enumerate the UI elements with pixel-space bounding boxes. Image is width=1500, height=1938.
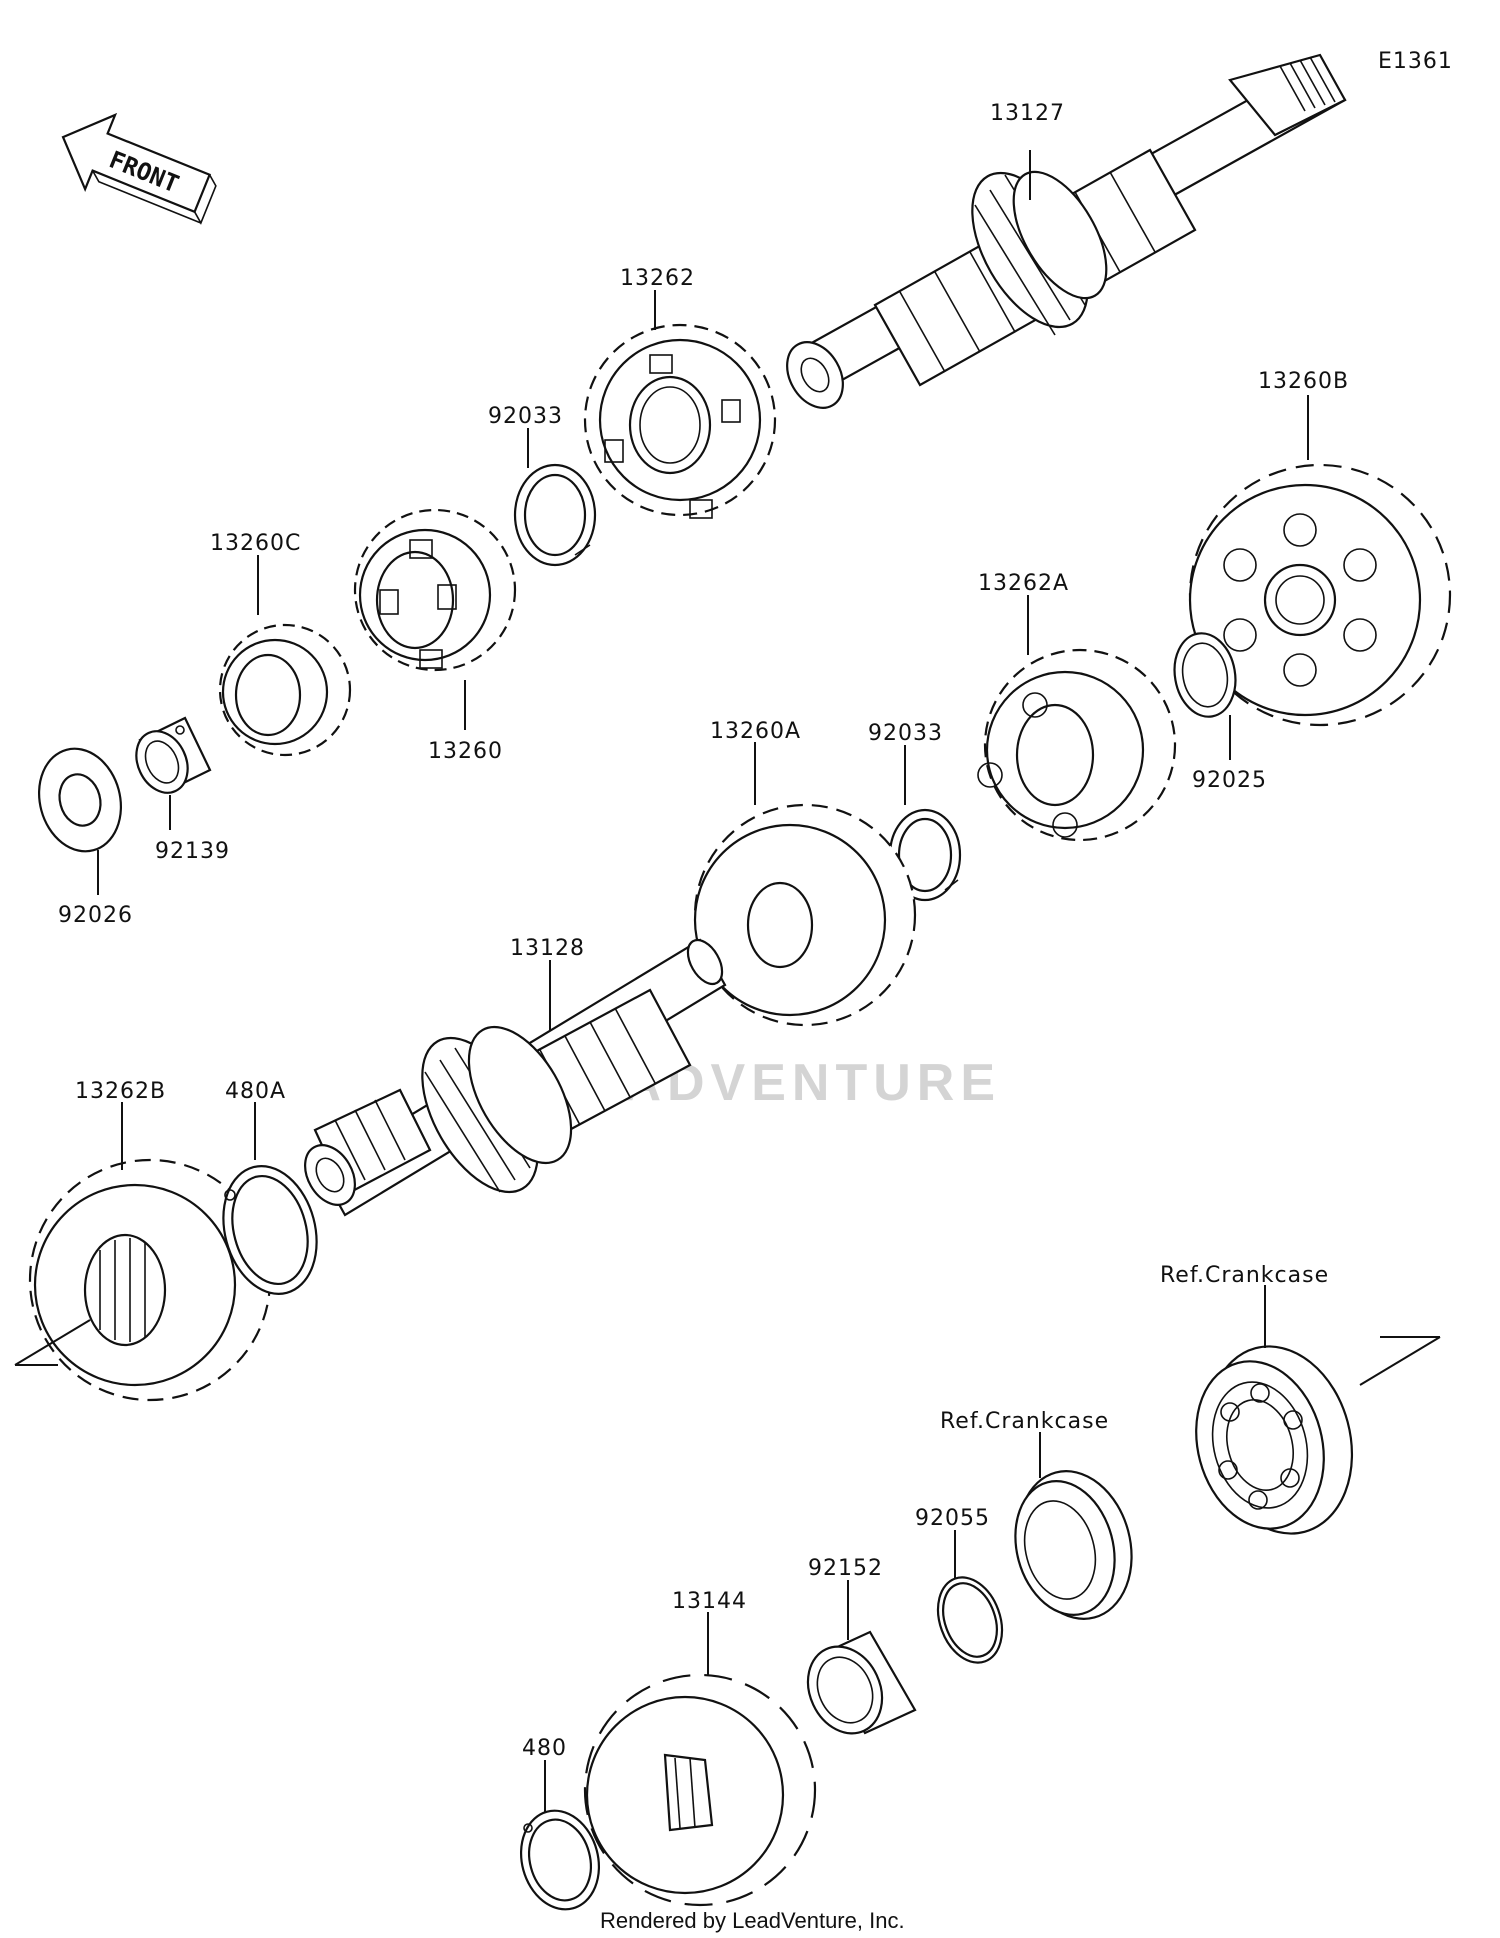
label-92033-top[interactable]: 92033 [488, 404, 563, 429]
label-13260A[interactable]: 13260A [710, 719, 801, 744]
collar-92152[interactable] [794, 1630, 917, 1746]
gear-13262A[interactable] [977, 648, 1177, 842]
label-92152[interactable]: 92152 [808, 1556, 883, 1581]
bearing-ref-crankcase[interactable] [1178, 1330, 1441, 1550]
label-13260B[interactable]: 13260B [1258, 369, 1349, 394]
label-13128[interactable]: 13128 [510, 936, 585, 961]
label-13127[interactable]: 13127 [990, 101, 1065, 126]
oil-seal-ref-crankcase[interactable] [1001, 1458, 1148, 1631]
gear-13262[interactable] [583, 323, 777, 519]
gear-13260[interactable] [353, 508, 517, 672]
main-shaft-13127[interactable] [776, 53, 1347, 418]
label-13260C[interactable]: 13260C [210, 531, 301, 556]
label-ref-crankcase-2[interactable]: Ref.Crankcase [940, 1409, 1109, 1434]
gear-13260B[interactable] [1188, 463, 1452, 727]
credit-text: Rendered by LeadVenture, Inc. [600, 1908, 905, 1933]
label-ref-crankcase-1[interactable]: Ref.Crankcase [1160, 1263, 1329, 1288]
circlip-480A[interactable] [210, 1156, 331, 1305]
label-480[interactable]: 480 [522, 1736, 567, 1761]
diagram-code: E1361 [1378, 49, 1453, 74]
gear-13260C[interactable] [218, 623, 352, 757]
label-480A[interactable]: 480A [225, 1079, 286, 1104]
counter-shaft-13128[interactable] [295, 934, 729, 1217]
washer-92026[interactable] [28, 739, 132, 860]
label-13262B[interactable]: 13262B [75, 1079, 166, 1104]
bushing-92139[interactable] [127, 716, 212, 801]
sprocket-13144[interactable] [583, 1673, 817, 1907]
washer-92025[interactable] [1168, 628, 1242, 721]
front-arrow-icon: FRONT [61, 112, 217, 225]
gear-13260A[interactable] [693, 803, 917, 1027]
circlip-480[interactable] [510, 1802, 609, 1918]
label-92139[interactable]: 92139 [155, 839, 230, 864]
label-92026[interactable]: 92026 [58, 903, 133, 928]
label-92033-mid[interactable]: 92033 [868, 721, 943, 746]
label-13262[interactable]: 13262 [620, 266, 695, 291]
label-13262A[interactable]: 13262A [978, 571, 1069, 596]
label-13260[interactable]: 13260 [428, 739, 503, 764]
gear-13262B[interactable] [14, 1158, 272, 1402]
label-92055[interactable]: 92055 [915, 1506, 990, 1531]
o-ring-92055[interactable] [927, 1568, 1013, 1671]
label-13144[interactable]: 13144 [672, 1589, 747, 1614]
label-92025[interactable]: 92025 [1192, 768, 1267, 793]
circlip-92033-top[interactable] [513, 463, 597, 567]
